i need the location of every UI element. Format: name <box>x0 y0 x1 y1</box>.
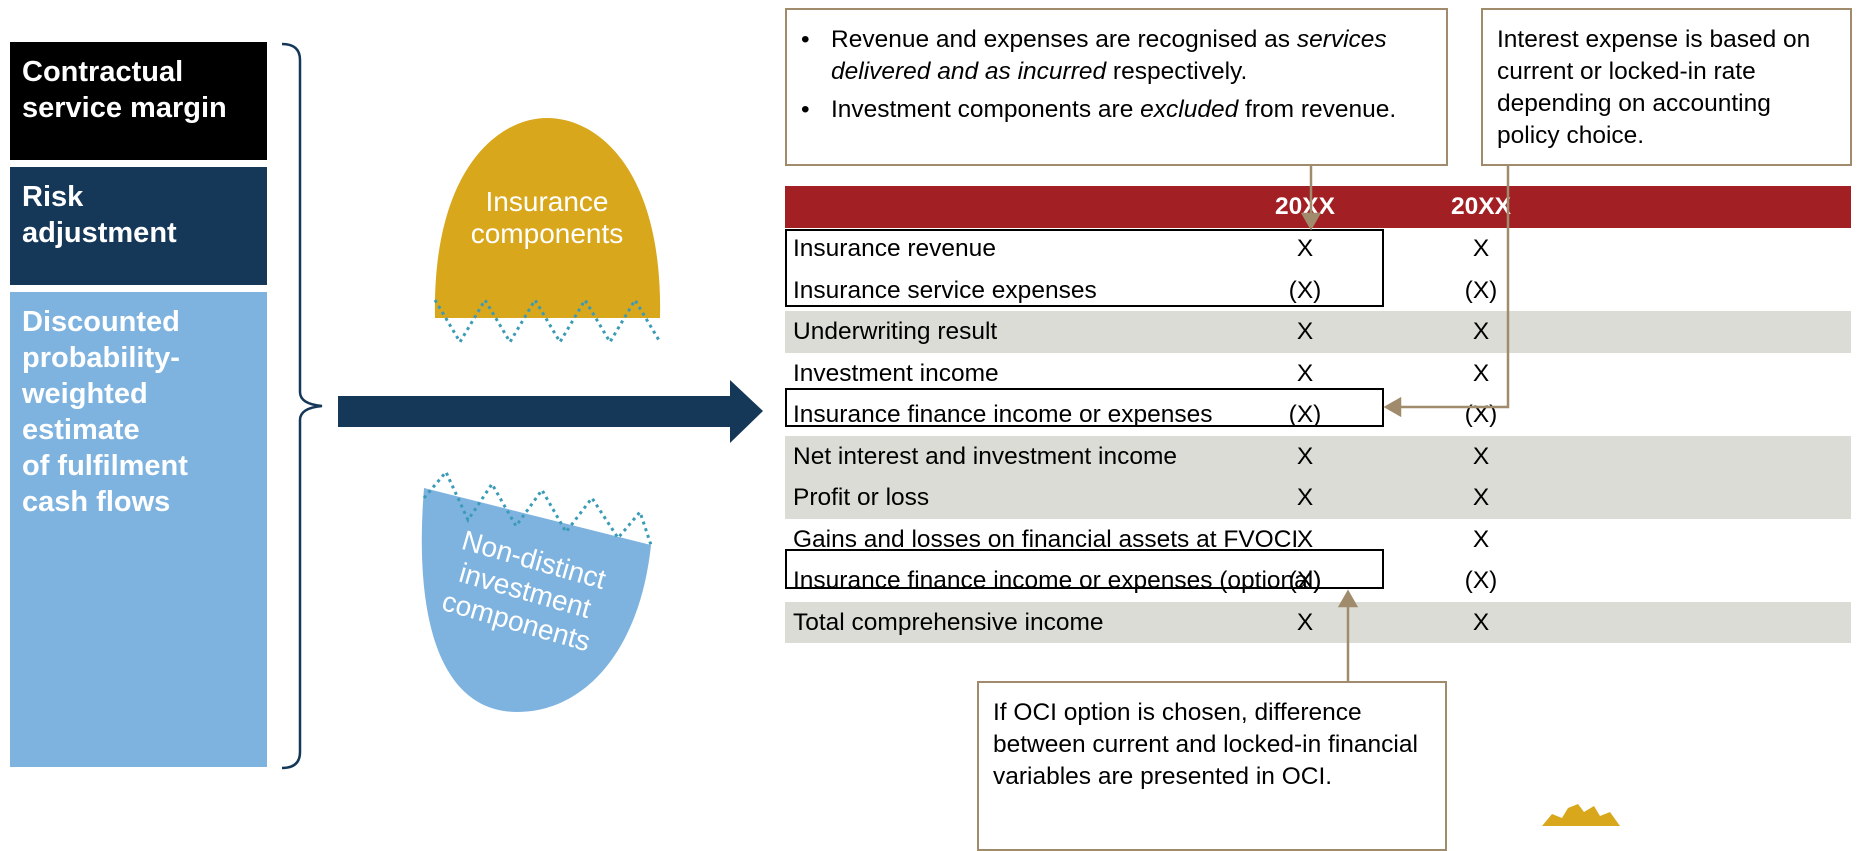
finance-income-highlight <box>785 388 1384 427</box>
row-label: Profit or loss <box>793 484 930 511</box>
investment-egg <box>421 488 651 712</box>
optional-finance-highlight <box>785 549 1384 589</box>
row-label: Total comprehensive income <box>793 608 1104 636</box>
logo-icon <box>1542 804 1620 826</box>
insurance-components-label: Insurance components <box>470 186 624 249</box>
top-zigzag <box>433 297 662 345</box>
table-row: Insurance finance income or expenses (op… <box>785 560 1851 602</box>
table-row: Gains and losses on financial assets at … <box>785 519 1851 561</box>
row-label: Insurance finance income or expenses (op… <box>793 567 1322 594</box>
revenue-callout: Revenue and expenses are recognised as s… <box>785 8 1448 166</box>
interest-arrowhead <box>1383 396 1402 418</box>
row-value-2: X <box>1472 525 1490 553</box>
right-arrow <box>338 380 763 443</box>
table-row: Investment income X X <box>785 353 1851 395</box>
row-value-2: (X) <box>1464 276 1498 304</box>
table-row: Insurance finance income or expenses (X) (… <box>785 394 1851 436</box>
row-label: Insurance finance income or expenses <box>793 401 1213 428</box>
table-row: Total comprehensive income X X <box>785 601 1851 643</box>
revenue-expenses-highlight <box>785 229 1384 307</box>
table-row: Net interest and investment income X X <box>785 435 1851 477</box>
bottom-zigzag <box>422 469 653 546</box>
row-label: Insurance revenue <box>793 235 996 262</box>
connector-arrows <box>1300 166 1510 681</box>
row-value-2: X <box>1472 318 1490 345</box>
row-value-2: X <box>1472 484 1490 511</box>
row-value-1: (X) <box>1288 276 1322 304</box>
row-value-2: X <box>1472 608 1490 636</box>
column-header-2: 20XX <box>1451 193 1511 220</box>
csm-block: Contractual service margin <box>10 42 267 160</box>
row-label: Net interest and investment income <box>793 442 1178 470</box>
diagram-shapes <box>281 42 763 770</box>
row-value-2: X <box>1472 235 1490 262</box>
revenue-bullet-2: Investment components are excluded from … <box>787 94 1436 126</box>
table-row: Underwriting result X X <box>785 311 1851 353</box>
table-row: Insurance revenue X X <box>785 228 1851 270</box>
row-value-1: (X) <box>1288 567 1322 594</box>
row-value-1: X <box>1296 318 1314 345</box>
row-label: Underwriting result <box>793 318 998 345</box>
risk-adjustment-block: Risk adjustment <box>10 167 267 285</box>
row-value-2: (X) <box>1464 567 1498 594</box>
row-value-2: X <box>1472 359 1490 387</box>
row-value-2: (X) <box>1464 401 1498 428</box>
row-value-1: X <box>1296 359 1314 387</box>
oci-arrowhead <box>1337 589 1359 608</box>
interest-callout: Interest expense is based on current or … <box>1481 8 1852 166</box>
insurance-egg <box>434 118 661 318</box>
oci-callout: If OCI option is chosen, difference betw… <box>977 681 1447 851</box>
row-value-1: X <box>1296 235 1314 262</box>
row-value-2: X <box>1472 442 1490 470</box>
row-label: Gains and losses on financial assets at … <box>793 525 1299 553</box>
table-row: Insurance service expenses (X) (X) <box>785 270 1851 312</box>
row-label: Insurance service expenses <box>793 276 1097 304</box>
fulfilment-cash-flows-block: Discounted probability- weighted estimat… <box>10 292 267 767</box>
row-value-1: X <box>1296 608 1314 636</box>
revenue-bullet-1: Revenue and expenses are recognised as s… <box>787 24 1436 88</box>
row-value-1: X <box>1296 525 1314 553</box>
curly-brace <box>281 42 323 770</box>
row-value-1: X <box>1296 484 1314 511</box>
table-header: 20XX 20XX <box>785 186 1851 228</box>
row-value-1: X <box>1296 442 1314 470</box>
interest-connector <box>1400 166 1510 409</box>
row-value-1: (X) <box>1288 401 1322 428</box>
revenue-arrowhead <box>1300 212 1322 231</box>
table-row: Profit or loss X X <box>785 477 1851 519</box>
row-label: Investment income <box>793 359 999 387</box>
